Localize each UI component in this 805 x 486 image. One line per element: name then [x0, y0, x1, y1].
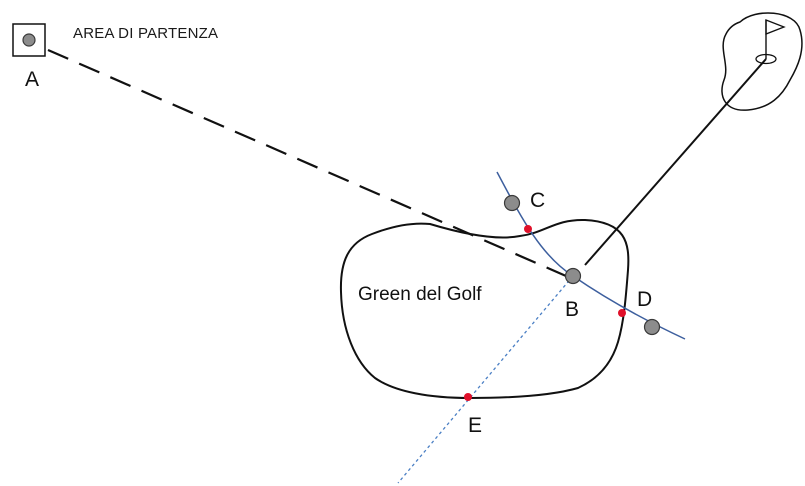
- ball-icon: [22, 33, 36, 47]
- putting-green-outline: [721, 12, 803, 111]
- point-a-label: A: [25, 68, 39, 91]
- equidistant-arc-line: [496, 171, 686, 340]
- crossing-point-d: [618, 309, 626, 317]
- ball-icon-c: [503, 194, 521, 212]
- ball-icon-d: [643, 318, 661, 336]
- back-on-line-dotted: [397, 275, 574, 484]
- ball-icon-b: [564, 267, 582, 285]
- crossing-point-e: [464, 393, 472, 401]
- green-label: Green del Golf: [358, 284, 482, 305]
- penalty-area-outline: [339, 218, 630, 400]
- line-to-hole: [584, 58, 767, 266]
- flag-icon: [755, 19, 786, 65]
- point-b-label: B: [565, 298, 579, 321]
- tee-area-label: AREA DI PARTENZA: [73, 25, 218, 42]
- tee-box: [12, 23, 46, 57]
- point-d-label: D: [637, 288, 652, 311]
- crossing-point-c: [524, 225, 532, 233]
- point-e-label: E: [468, 414, 482, 437]
- tee-box-frame: [12, 23, 46, 57]
- point-c-label: C: [530, 189, 545, 212]
- ball-flight-dashed-line: [47, 48, 567, 278]
